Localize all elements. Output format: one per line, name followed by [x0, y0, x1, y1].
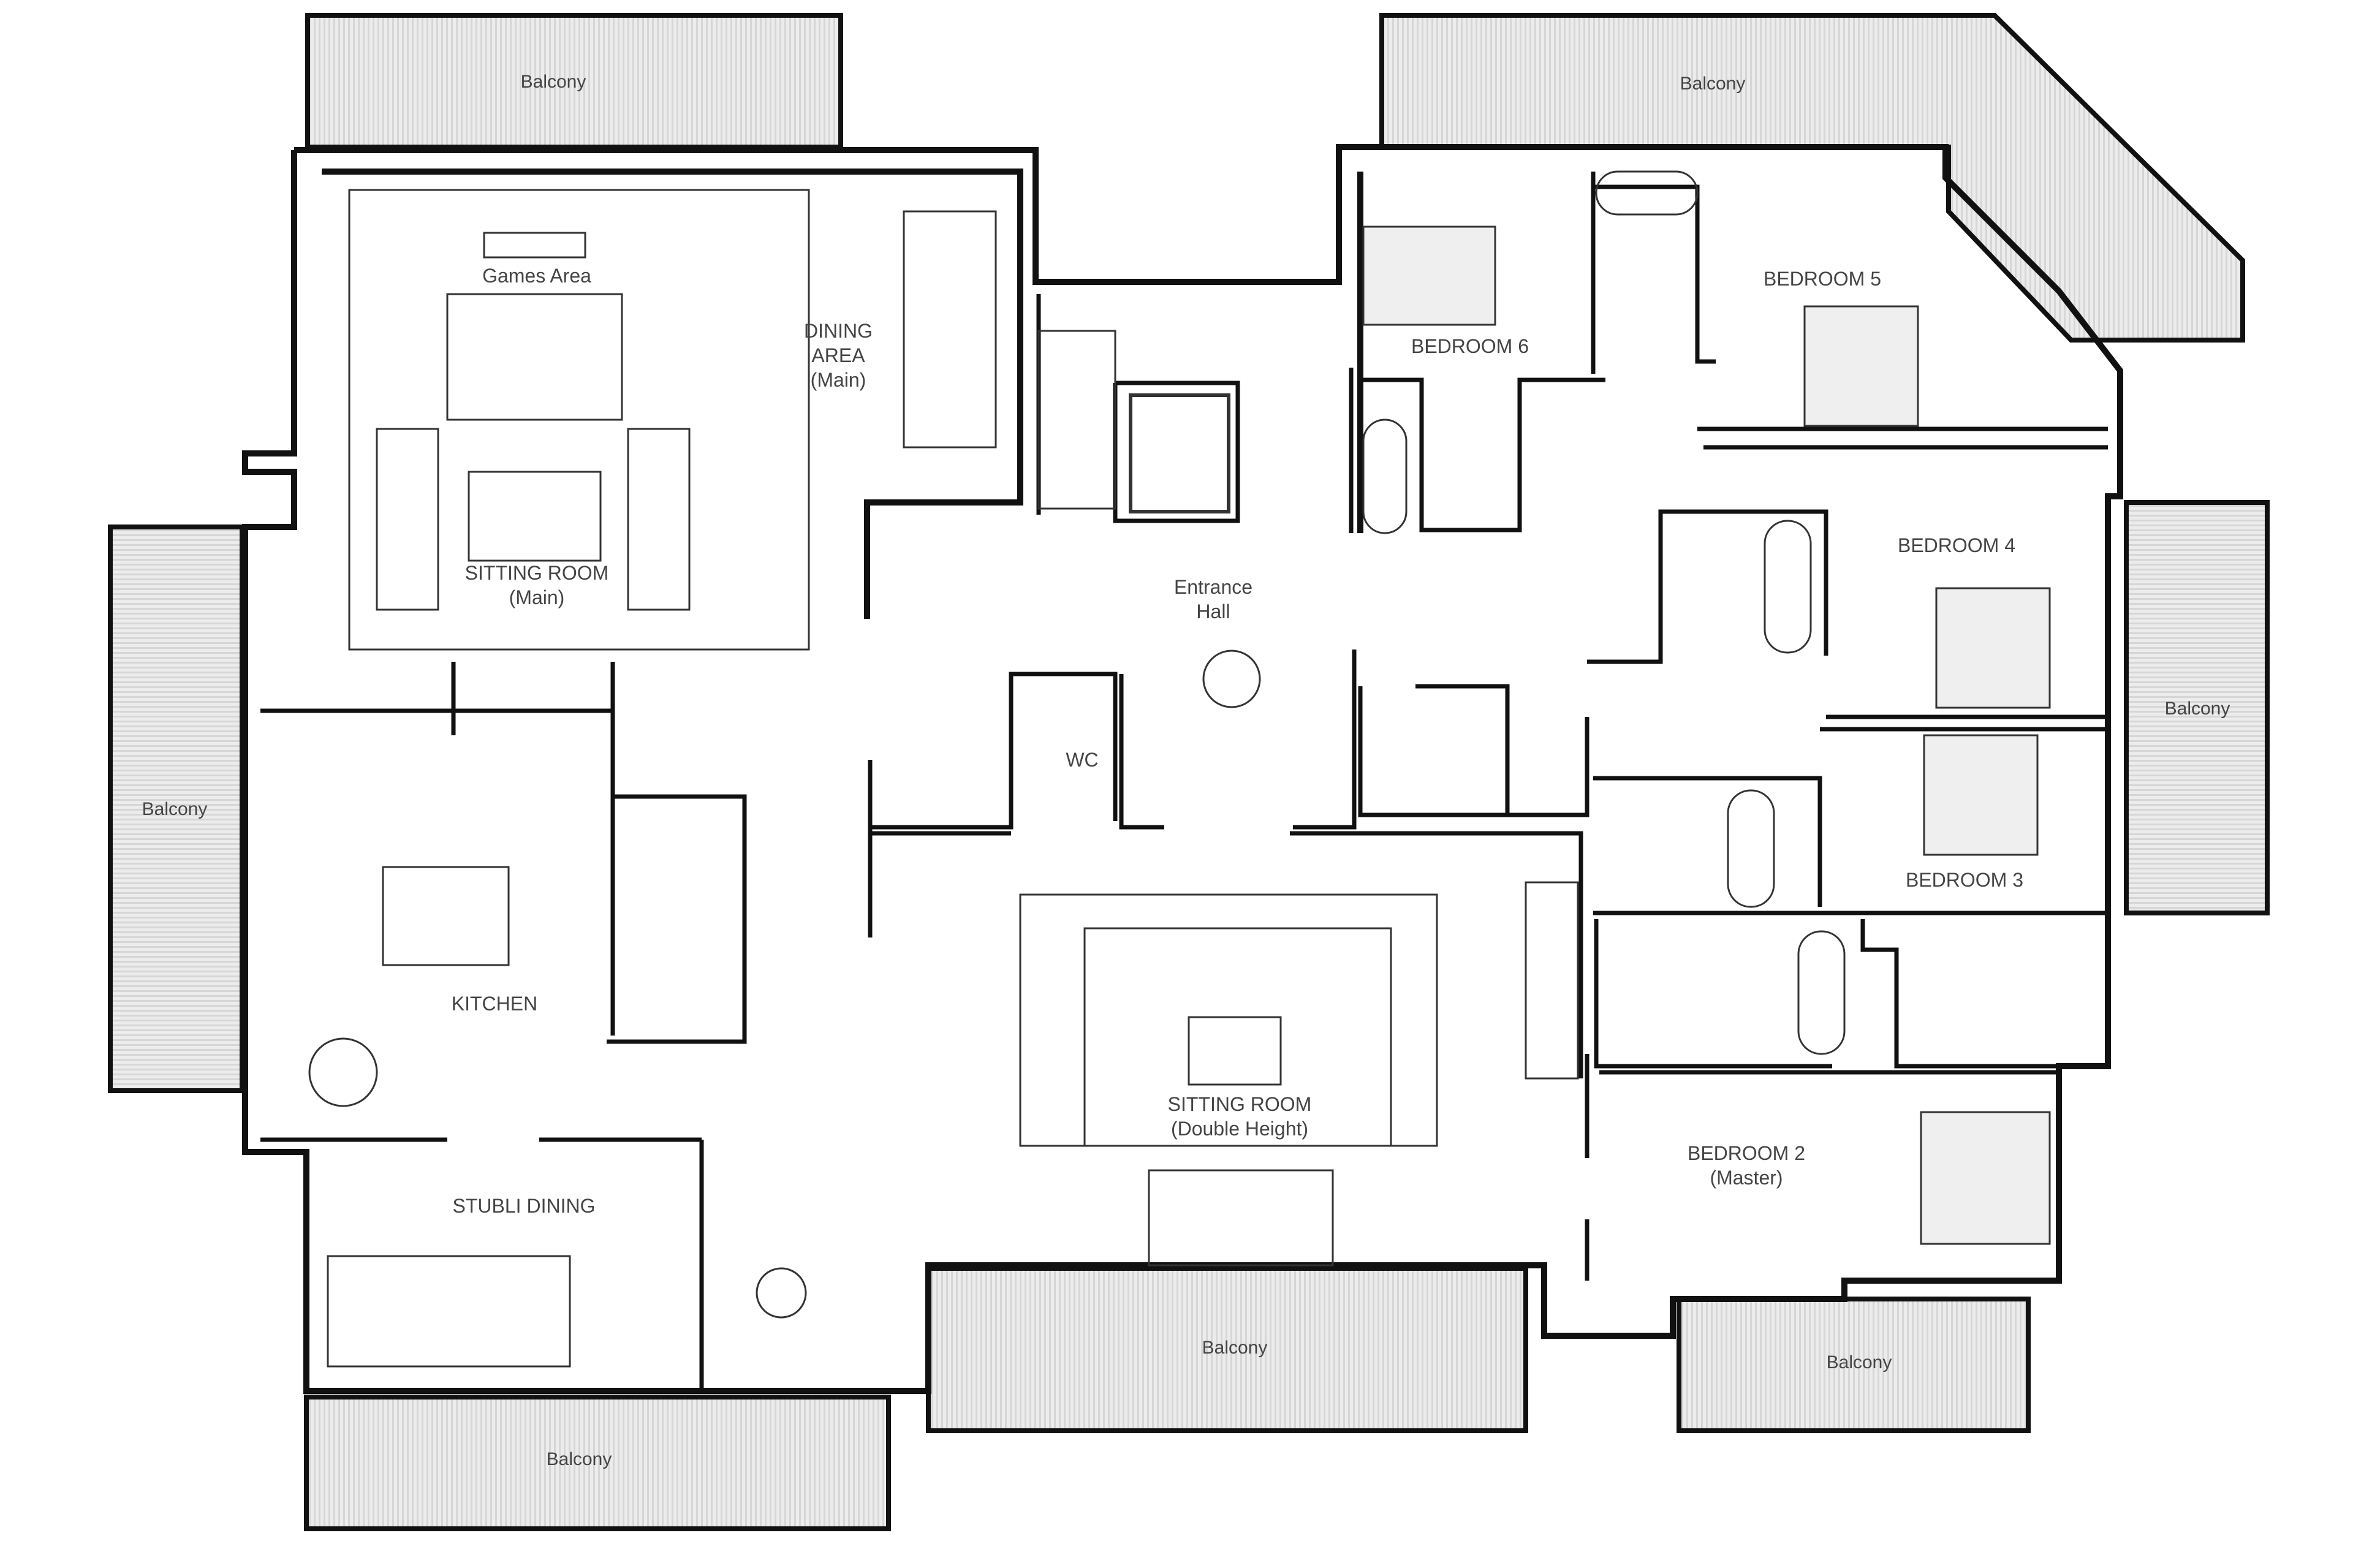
label-bedroom-4: BEDROOM 4: [1897, 534, 2016, 556]
coffee-table-double: [1188, 1016, 1282, 1086]
fireplace: [1148, 1169, 1334, 1267]
sofa-main: [446, 293, 623, 421]
balcony-bottom-right-area: [1677, 1297, 2031, 1433]
stairs-upper: [1037, 330, 1116, 510]
bed-6: [1362, 225, 1496, 326]
balcony-top-right-area: [1379, 13, 2245, 343]
bed-4: [1935, 587, 2051, 709]
label-balcony-right: Balcony: [2164, 699, 2230, 719]
label-wc: WC: [1066, 749, 1099, 771]
bath-2: [1797, 930, 1846, 1055]
label-kitchen: KITCHEN: [451, 993, 538, 1015]
balcony-bottom-center-area: [926, 1266, 1528, 1433]
label-sitting-room-main: SITTING ROOM (Main): [464, 562, 609, 608]
kitchen-island: [382, 866, 510, 966]
stairs-lower: [1525, 881, 1579, 1080]
lift: [1129, 393, 1230, 513]
dining-table-main: [903, 210, 997, 449]
label-bedroom-6: BEDROOM 6: [1411, 335, 1529, 357]
sofa-sectional: [1083, 927, 1392, 1147]
label-bedroom-5: BEDROOM 5: [1763, 268, 1882, 290]
bath-6: [1362, 419, 1408, 534]
rug-main-sitting: [348, 189, 810, 651]
label-sitting-room-double: SITTING ROOM (Double Height): [1167, 1093, 1312, 1140]
label-balcony-left: Balcony: [142, 799, 208, 819]
label-entrance-hall: Entrance Hall: [1173, 576, 1253, 623]
label-bedroom-2-master: BEDROOM 2 (Master): [1687, 1142, 1806, 1189]
entrance-round-table: [1202, 650, 1261, 708]
bed-2: [1920, 1111, 2051, 1245]
sofa-right: [627, 428, 691, 611]
furniture: [308, 170, 2051, 1368]
label-balcony-top-left: Balcony: [520, 72, 586, 92]
label-balcony-bottom-right: Balcony: [1826, 1352, 1892, 1373]
label-balcony-top-right: Balcony: [1680, 74, 1746, 94]
games-table: [483, 232, 586, 259]
bath-5: [1595, 170, 1699, 216]
label-balcony-bottom-center: Balcony: [1202, 1338, 1268, 1358]
exterior-walls: [242, 144, 2123, 1394]
bed-3: [1923, 734, 2039, 856]
sofa-left: [376, 428, 439, 611]
interior-walls: [260, 172, 2108, 1388]
kitchen-round-table: [308, 1037, 378, 1107]
label-stubli-dining: STUBLI DINING: [452, 1195, 596, 1217]
balcony-top-left-area: [305, 13, 843, 150]
stubli-bench: [327, 1255, 571, 1368]
round-table-small: [756, 1267, 807, 1319]
label-bedroom-3: BEDROOM 3: [1905, 869, 2024, 891]
coffee-table-main: [468, 471, 602, 562]
bed-5: [1803, 305, 1919, 427]
bath-4: [1764, 520, 1812, 654]
balcony-right-area: [2124, 500, 2270, 915]
balcony-bottom-left-area: [304, 1395, 891, 1531]
bath-3: [1727, 789, 1775, 908]
label-balcony-bottom-left: Balcony: [546, 1449, 612, 1469]
balcony-left-area: [108, 525, 244, 1093]
label-dining-area-main: DINING AREA (Main): [804, 320, 873, 391]
label-games-area: Games Area: [482, 265, 591, 287]
